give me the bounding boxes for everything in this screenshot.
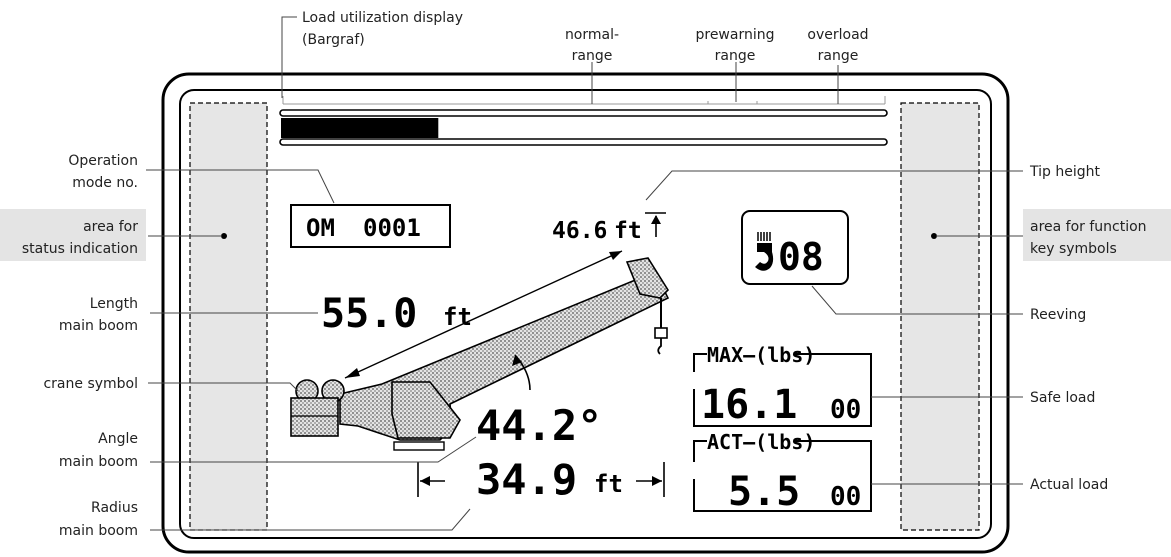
status-area-label-bg <box>0 209 146 261</box>
normal-range-label: normal- <box>565 27 619 43</box>
normal-range-sublabel: range <box>572 48 613 64</box>
act-value-sub: 00 <box>830 482 861 512</box>
operation-mode-annotation-2: mode no. <box>72 175 138 191</box>
status-indication-area <box>189 102 268 531</box>
reeving-value: 08 <box>778 235 824 279</box>
act-label: ACT—(lbs) <box>707 430 815 454</box>
safe-load-annotation: Safe load <box>1030 390 1095 406</box>
angle-annotation-2: main boom <box>59 454 138 470</box>
status-area-annotation: area for <box>83 219 138 235</box>
length-annotation-2: main boom <box>59 318 138 334</box>
function-key-area-dot <box>931 233 937 239</box>
load-bargraph-fill <box>281 118 439 138</box>
tip-height-value: 46.6 <box>552 218 607 244</box>
actual-load-box <box>693 440 872 512</box>
overload-range-label: overload <box>807 27 868 43</box>
actual-load-annotation: Actual load <box>1030 477 1108 493</box>
crane-symbol-annotation: crane symbol <box>43 376 138 392</box>
boom-length-unit: ft <box>443 303 472 331</box>
crane-symbol <box>290 212 670 497</box>
max-value-sub: 00 <box>830 395 861 425</box>
status-area-annotation-2: status indication <box>22 241 138 257</box>
overload-range-sublabel: range <box>818 48 859 64</box>
radius-annotation-2: main boom <box>59 523 138 539</box>
hook-icon <box>755 232 774 271</box>
operation-mode-annotation: Operation <box>68 153 138 169</box>
function-key-annotation-2: key symbols <box>1030 241 1117 257</box>
radius-unit: ft <box>594 470 623 498</box>
function-key-annotation: area for function <box>1030 219 1147 235</box>
angle-annotation: Angle <box>98 431 138 447</box>
status-area-dot <box>221 233 227 239</box>
operation-mode-box <box>290 204 451 248</box>
function-key-label-bg <box>1023 209 1171 261</box>
radius-value: 34.9 <box>476 455 577 504</box>
tip-height-unit: ft <box>614 218 642 244</box>
operation-mode-value: 0001 <box>363 214 421 242</box>
load-utilization-sublabel: (Bargraf) <box>302 32 365 48</box>
function-key-area <box>900 102 980 531</box>
max-value-main: 16.1 <box>701 382 797 428</box>
boom-length-value: 55.0 <box>321 291 417 337</box>
length-annotation: Length <box>90 296 138 312</box>
max-label: MAX—(lbs) <box>707 343 815 367</box>
reeving-annotation: Reeving <box>1030 307 1086 323</box>
load-bargraph <box>279 96 888 146</box>
boom-angle-value: 44.2° <box>476 401 602 450</box>
prewarning-range-label: prewarning <box>695 27 774 43</box>
operation-mode-label: OM <box>306 214 335 242</box>
safe-load-box <box>693 353 872 427</box>
radius-annotation: Radius <box>91 500 138 516</box>
act-value-main: 5.5 <box>728 469 800 515</box>
load-utilization-label: Load utilization display <box>302 10 463 26</box>
leader-lines <box>146 16 1023 531</box>
tip-height-annotation: Tip height <box>1029 164 1100 180</box>
prewarning-range-sublabel: range <box>715 48 756 64</box>
